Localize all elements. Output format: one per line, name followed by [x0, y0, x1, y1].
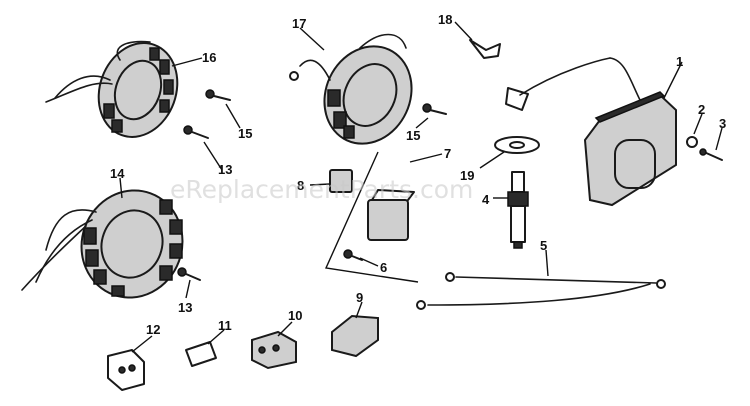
part-13b-screw[interactable] [177, 267, 201, 281]
callout-14: 14 [110, 166, 125, 181]
part-13a-screw[interactable] [183, 125, 209, 139]
callouts: 1 2 3 4 5 6 7 8 9 10 11 12 13 13 14 15 1… [110, 12, 726, 337]
callout-1: 1 [676, 54, 683, 69]
part-11-terminal[interactable] [185, 341, 217, 367]
callout-6: 6 [380, 260, 387, 275]
callout-4: 4 [482, 192, 490, 207]
part-15a-screw[interactable] [205, 89, 231, 101]
part-1-ignition-coil[interactable] [505, 57, 677, 207]
part-19-spacer[interactable] [494, 136, 540, 154]
part-15b-screw[interactable] [422, 103, 447, 115]
part-6-screw[interactable] [343, 249, 363, 261]
part-7-bracket [324, 151, 419, 283]
callout-8: 8 [297, 178, 304, 193]
part-8-module[interactable] [329, 169, 353, 193]
watermark-text: eReplacementParts.com [170, 175, 473, 204]
callout-13b: 13 [178, 300, 192, 315]
part-10-connector[interactable] [251, 330, 297, 370]
part-12-plug[interactable] [107, 349, 145, 391]
part-3-screw[interactable] [699, 148, 723, 161]
callout-13a: 13 [218, 162, 232, 177]
callout-15a: 15 [238, 126, 252, 141]
part-17-stator[interactable] [289, 32, 427, 158]
leader-lines [119, 21, 723, 353]
callout-3: 3 [719, 116, 726, 131]
callout-17: 17 [292, 16, 306, 31]
callout-16: 16 [202, 50, 216, 65]
callout-9: 9 [356, 290, 363, 305]
part-2-washer[interactable] [686, 136, 698, 148]
callout-10: 10 [288, 308, 302, 323]
callout-18: 18 [438, 12, 452, 27]
callout-11: 11 [218, 318, 232, 333]
callout-5: 5 [540, 238, 547, 253]
part-4-spark-plug[interactable] [507, 171, 529, 249]
callout-2: 2 [698, 102, 705, 117]
callout-15b: 15 [406, 128, 420, 143]
part-16-stator[interactable] [45, 32, 190, 148]
callout-12: 12 [146, 322, 160, 337]
part-7-rectifier[interactable] [367, 189, 415, 241]
part-5-harness[interactable] [416, 272, 666, 310]
part-14-stator[interactable] [21, 176, 197, 312]
part-18-clip[interactable] [469, 39, 501, 59]
callout-7: 7 [444, 146, 451, 161]
part-9-module[interactable] [331, 314, 379, 358]
callout-19: 19 [460, 168, 474, 183]
